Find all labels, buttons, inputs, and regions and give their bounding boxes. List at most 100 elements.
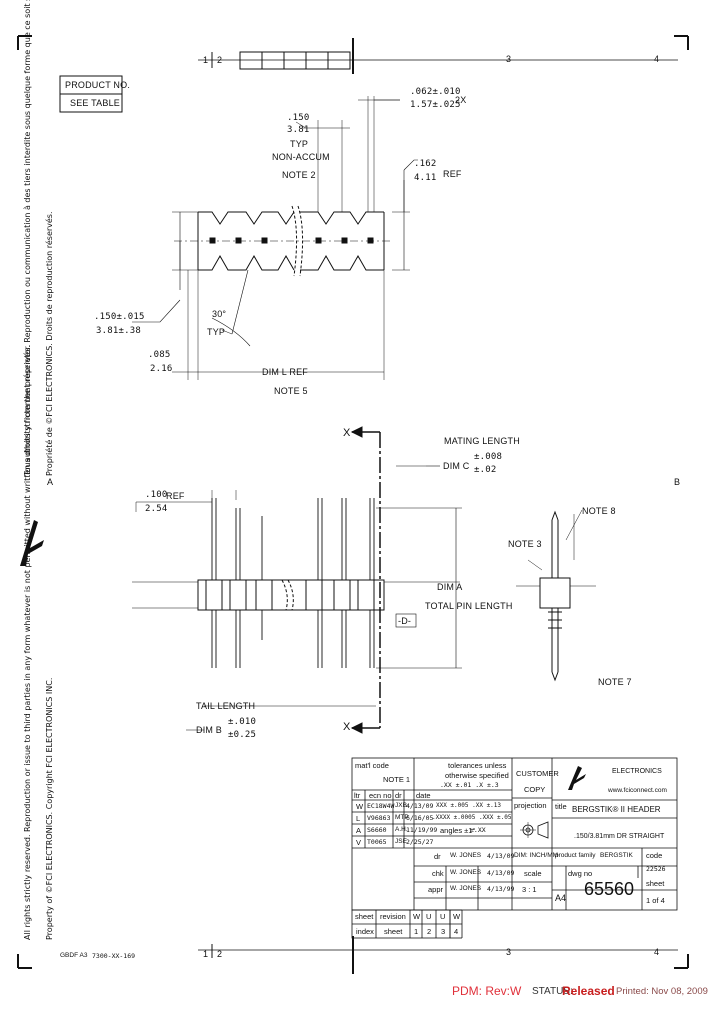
index-sheet-4: 4 bbox=[454, 927, 459, 936]
dim-end-mm: 2.16 bbox=[150, 364, 173, 374]
top-zone-strip bbox=[198, 38, 678, 74]
margin-text-en-1: All rights strictly reserved. Reproducti… bbox=[23, 344, 32, 940]
rev-row-1-date: 4/13/09 bbox=[406, 802, 434, 810]
dim-pitch-note3: NOTE 2 bbox=[282, 170, 316, 180]
tail-tol-in: ±.010 bbox=[228, 717, 257, 727]
product-family-value: BERGSTIK bbox=[600, 852, 633, 859]
customer-label: CUSTOMER bbox=[516, 769, 559, 778]
dim-end-in: .085 bbox=[148, 350, 171, 360]
tail-length-label: TAIL LENGTH bbox=[196, 701, 256, 711]
section-x-bottom: X bbox=[343, 721, 351, 733]
rev-row-1-dr: JXB bbox=[395, 802, 407, 809]
rev-row-2-dr: MTP bbox=[395, 814, 409, 821]
bottom-zone-strip bbox=[198, 936, 678, 974]
code-value: 22526 bbox=[646, 865, 666, 873]
rev-header-ltr: ltr bbox=[354, 791, 361, 800]
form-label: GBDF A3 bbox=[60, 952, 88, 959]
rev-row-4-dr: JSE bbox=[395, 838, 407, 845]
dim-side-mm: 3.81±.38 bbox=[96, 326, 141, 336]
dim-pitch-mm: 3.81 bbox=[287, 125, 310, 135]
code-label: code bbox=[646, 851, 663, 860]
dim-height-mm: 4.11 bbox=[414, 173, 437, 183]
product-family-label: product family bbox=[555, 852, 596, 859]
tolerances-label2: otherwise specified bbox=[445, 771, 509, 780]
dim-pin-mm: 1.57±.025 bbox=[410, 100, 461, 110]
scale-label: scale bbox=[524, 869, 542, 878]
dim-pin-count: 2X bbox=[455, 95, 467, 105]
tolerances-values: .XX ±.01 .X ±.3 bbox=[440, 781, 499, 789]
status-value: Released bbox=[562, 984, 615, 998]
rev-row-3-dr: A.H. bbox=[395, 826, 408, 833]
section-x-top: X bbox=[343, 427, 351, 439]
tol-row-1: XXX ±.005 .XX ±.13 bbox=[436, 802, 502, 809]
zone-top-2: 2 bbox=[217, 55, 223, 65]
product-no-header: PRODUCT NO. bbox=[65, 80, 131, 90]
title-line-1: BERGSTIK® II HEADER bbox=[572, 805, 661, 814]
rev-row-2-ltr: L bbox=[356, 814, 361, 823]
fci-logo-title bbox=[568, 766, 586, 790]
tail-tol-mm: ±0.25 bbox=[228, 730, 257, 740]
sign-date-2: 4/13/09 bbox=[487, 869, 515, 877]
form-number: 7300-XX-169 bbox=[92, 952, 136, 960]
size-value: A4 bbox=[555, 893, 567, 903]
dim-height-in: .162 bbox=[414, 159, 437, 169]
dim-side-in: .150±.015 bbox=[94, 312, 145, 322]
index-sheet-label: sheet bbox=[355, 912, 374, 921]
mat-code-label: mat'l code bbox=[355, 761, 389, 770]
rev-row-4-date: 2/25/27 bbox=[406, 838, 434, 846]
customer-copy: COPY bbox=[524, 785, 546, 794]
rev-row-1-ecn: EC18W4W bbox=[367, 802, 395, 810]
index-index-label: index bbox=[356, 927, 374, 936]
pin-note-7: NOTE 7 bbox=[598, 677, 632, 687]
index-sheet-3: 3 bbox=[441, 927, 446, 936]
rev-row-2-ecn: V96863 bbox=[367, 814, 391, 822]
index-rev-2: U bbox=[426, 912, 432, 921]
tol-row-2: .XXXX ±.0005 .XXX ±.05 bbox=[432, 814, 512, 821]
sign-role-3: appr bbox=[428, 885, 444, 894]
dim-len-label: DIM L REF bbox=[262, 367, 308, 377]
product-no-value: SEE TABLE bbox=[70, 98, 120, 108]
index-revision-label: revision bbox=[380, 912, 406, 921]
pin-note-8: NOTE 8 bbox=[582, 506, 616, 516]
electronics-label: ELECTRONICS bbox=[612, 768, 662, 775]
sign-role-1: dr bbox=[434, 852, 441, 861]
tol-row-3: angles ±1° bbox=[440, 826, 476, 835]
mating-tol-in: ±.008 bbox=[474, 452, 503, 462]
pin-note-3: NOTE 3 bbox=[508, 539, 542, 549]
rev-row-3-ltr: A bbox=[356, 826, 362, 835]
dim-len-note: NOTE 5 bbox=[274, 386, 308, 396]
scale-value: 3 : 1 bbox=[522, 885, 537, 894]
rev-row-1-ltr: W bbox=[356, 802, 364, 811]
mating-dim: DIM C bbox=[443, 461, 470, 471]
index-sheet-1: 1 bbox=[414, 927, 419, 936]
rev-row-4-ecn: T0065 bbox=[367, 838, 387, 846]
title-line-2: .150/3.81mm DR STRAIGHT bbox=[574, 833, 665, 840]
index-sheet-row-label: sheet bbox=[384, 927, 403, 936]
zone-bottom-1: 1 bbox=[203, 949, 209, 959]
rev-header-ecn: ecn no bbox=[369, 791, 392, 800]
datum-d: -D- bbox=[398, 616, 412, 626]
dim-height-ref: REF bbox=[443, 169, 462, 179]
index-rev-1: W bbox=[413, 912, 421, 921]
dim-pitch-note: TYP bbox=[290, 139, 309, 149]
printed-date: Printed: Nov 08, 2009 bbox=[616, 986, 708, 997]
side-view bbox=[132, 426, 462, 734]
mating-tol-mm: ±.02 bbox=[474, 465, 497, 475]
title-block-grid bbox=[351, 757, 678, 939]
pitch-ref-in: .100 bbox=[145, 490, 168, 500]
rev-header-dr: dr bbox=[395, 791, 402, 800]
dim-angle-value: 30° bbox=[212, 309, 227, 319]
top-view bbox=[132, 96, 418, 380]
website: www.fciconnect.com bbox=[608, 787, 667, 794]
sign-name-3: W. JONES bbox=[450, 885, 482, 892]
sign-date-3: 4/13/99 bbox=[487, 885, 515, 893]
zone-side-b: B bbox=[674, 477, 681, 487]
mating-length-label: MATING LENGTH bbox=[444, 436, 520, 446]
sign-date-1: 4/13/09 bbox=[487, 852, 515, 860]
pin-detail-view bbox=[516, 509, 596, 682]
tolerances-label: tolerances unless bbox=[448, 761, 507, 770]
zone-top-3: 3 bbox=[506, 54, 512, 64]
dim-pitch-in: .150 bbox=[287, 113, 310, 123]
fci-logo-margin bbox=[20, 520, 44, 566]
